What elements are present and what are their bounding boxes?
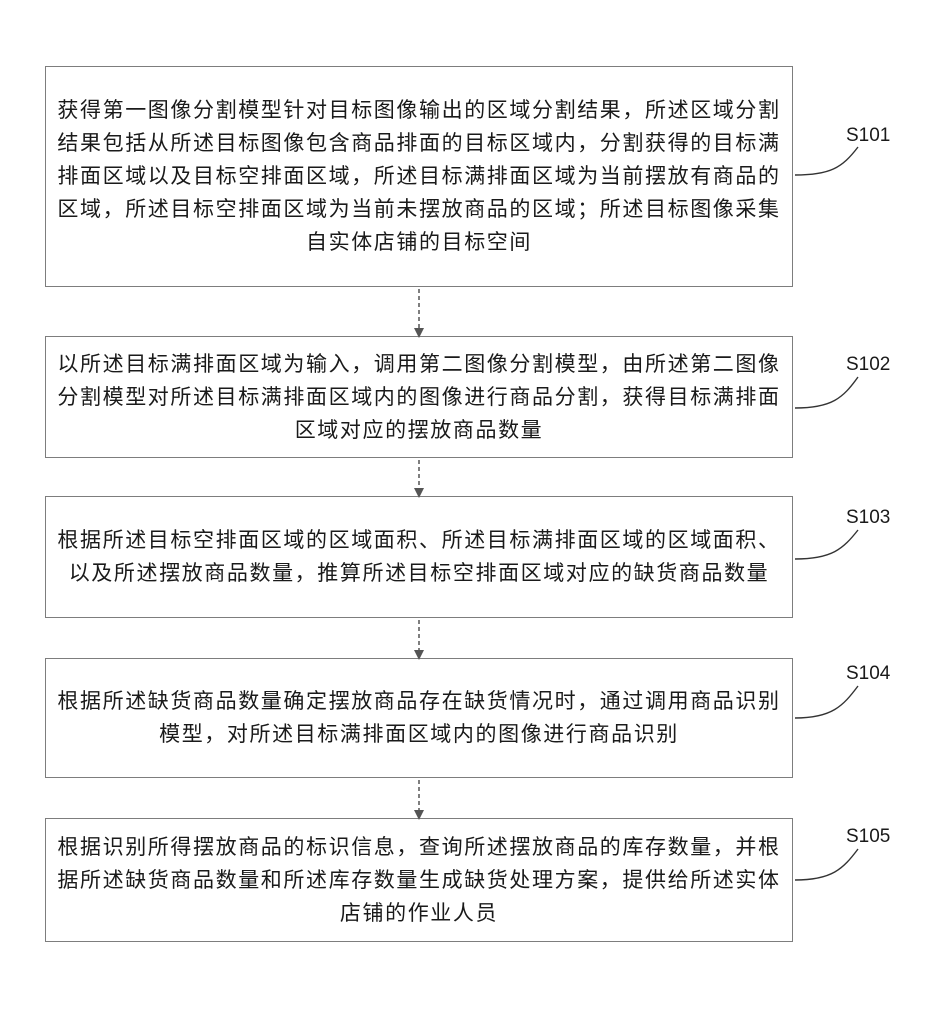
- leader-line-s105: [795, 849, 858, 880]
- leader-line-s104: [795, 686, 858, 718]
- leader-line-s102: [795, 377, 858, 408]
- leader-line-s103: [795, 530, 858, 559]
- leader-line-s101: [795, 147, 858, 175]
